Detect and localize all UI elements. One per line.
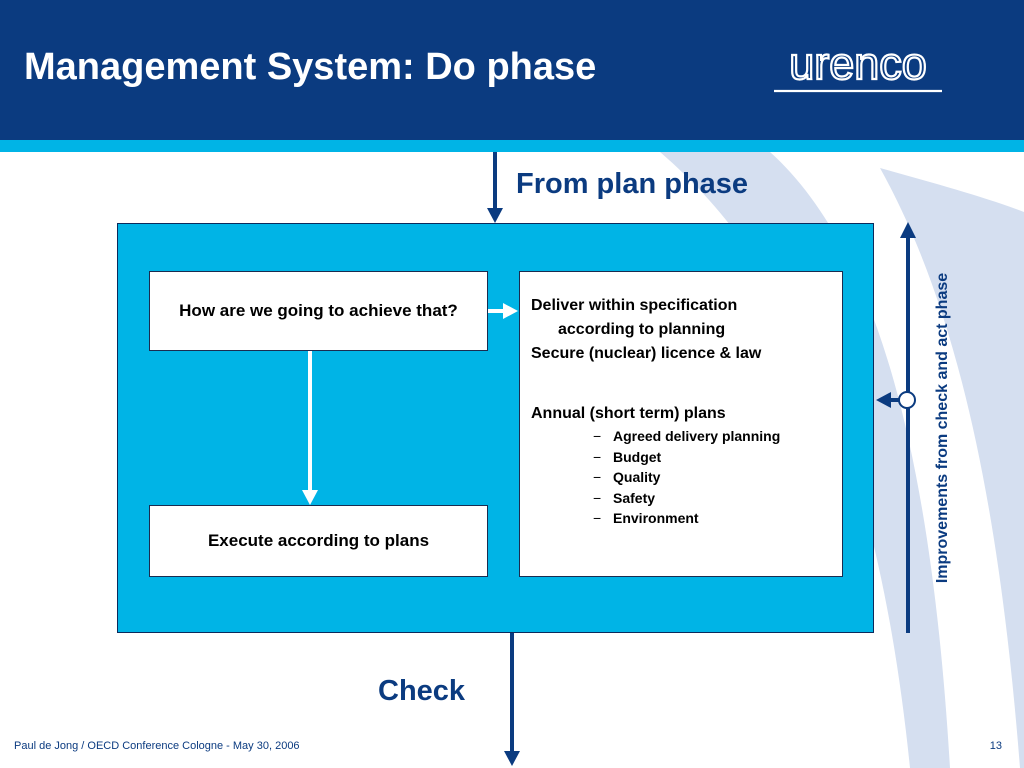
question-box: How are we going to achieve that?: [149, 271, 488, 351]
improvements-label: Improvements from check and act phase: [934, 272, 951, 584]
from-plan-label: From plan phase: [516, 168, 749, 200]
header-accent-stripe: [0, 140, 1024, 152]
list-item: Environment: [593, 508, 842, 529]
detail-line-1: Deliver within specification: [531, 297, 738, 314]
question-text: How are we going to achieve that?: [179, 301, 458, 320]
execute-box: Execute according to plans: [149, 505, 488, 577]
list-item: Budget: [593, 447, 842, 468]
logo-wordmark: urenco: [789, 42, 927, 89]
list-item: Quality: [593, 467, 842, 488]
footer-text: Paul de Jong / OECD Conference Cologne -…: [14, 740, 300, 752]
slide-title: Management System: Do phase: [24, 46, 597, 88]
header-bar: [0, 0, 1024, 140]
list-item: Agreed delivery planning: [593, 426, 842, 447]
check-label: Check: [378, 675, 466, 707]
page-number: 13: [989, 740, 1002, 752]
execute-text: Execute according to plans: [207, 531, 430, 550]
urenco-logo: urenco: [774, 42, 942, 93]
detail-line-2: according to planning: [558, 321, 726, 338]
detail-line-3: Secure (nuclear) licence & law: [531, 345, 762, 362]
details-box: Deliver within specification according t…: [519, 271, 843, 577]
annual-plans-heading: Annual (short term) plans: [531, 405, 726, 422]
list-item: Safety: [593, 488, 842, 509]
annual-plans-list: Agreed delivery planning Budget Quality …: [531, 426, 842, 529]
